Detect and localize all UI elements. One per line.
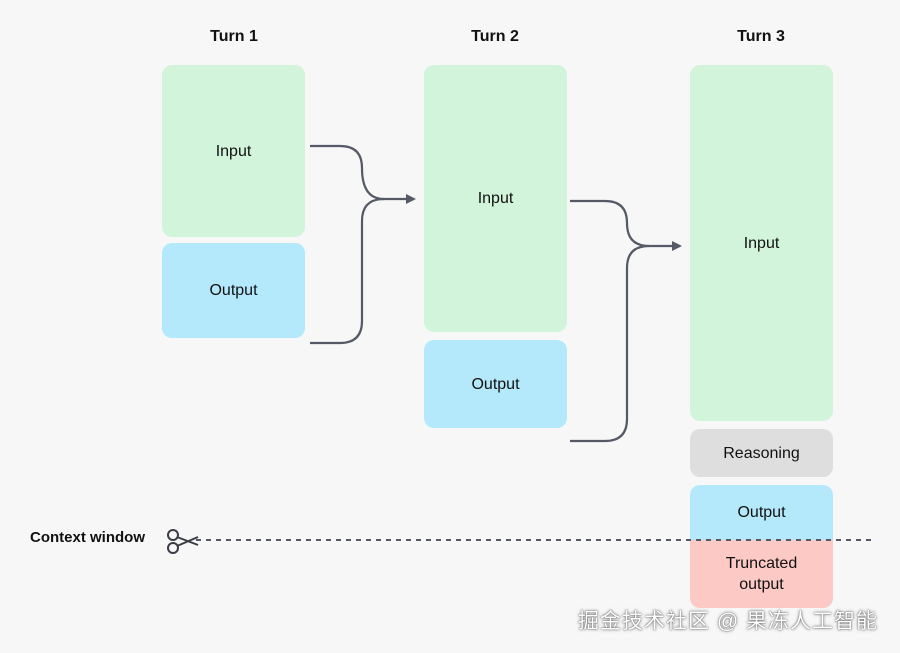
- turn-2-input-label: Input: [477, 190, 514, 207]
- turn-1-title: Turn 1: [210, 28, 258, 45]
- turn-2-title: Turn 2: [471, 28, 519, 45]
- turn-3-truncated-output-block: Truncated output: [690, 540, 833, 608]
- turn-1-input-connector: [310, 144, 416, 204]
- turn-3-truncated-output-label: Truncated output: [725, 555, 798, 593]
- turn-3-input-label: Input: [743, 234, 780, 252]
- turn-2-input-connector: [570, 199, 682, 251]
- turn-3-output-label: Output: [737, 504, 786, 521]
- turn-2-output-connector: [570, 244, 650, 443]
- turn-3-title: Turn 3: [737, 28, 785, 45]
- turn-3-reasoning-label: Reasoning: [723, 444, 800, 462]
- scissors-icon: [167, 529, 199, 554]
- turn-2-input-block: Input: [424, 65, 567, 332]
- turn-2-output-label: Output: [471, 375, 520, 393]
- turn-1-input-block: Input: [162, 65, 305, 237]
- turn-1-output-block: Output: [162, 243, 305, 338]
- turn-2-output-block: Output: [424, 340, 567, 428]
- turn-3-output-block: Output: [690, 485, 833, 540]
- turn-3-reasoning-block: Reasoning: [690, 429, 833, 477]
- watermark: 掘金技术社区 @ 果冻人工智能: [578, 610, 878, 633]
- context-window-label: Context window: [30, 529, 145, 546]
- turn-3-input-block: Input: [690, 65, 833, 421]
- turn-1-output-connector: [310, 197, 385, 345]
- turn-1-input-label: Input: [215, 142, 252, 160]
- turn-1-output-label: Output: [209, 282, 258, 299]
